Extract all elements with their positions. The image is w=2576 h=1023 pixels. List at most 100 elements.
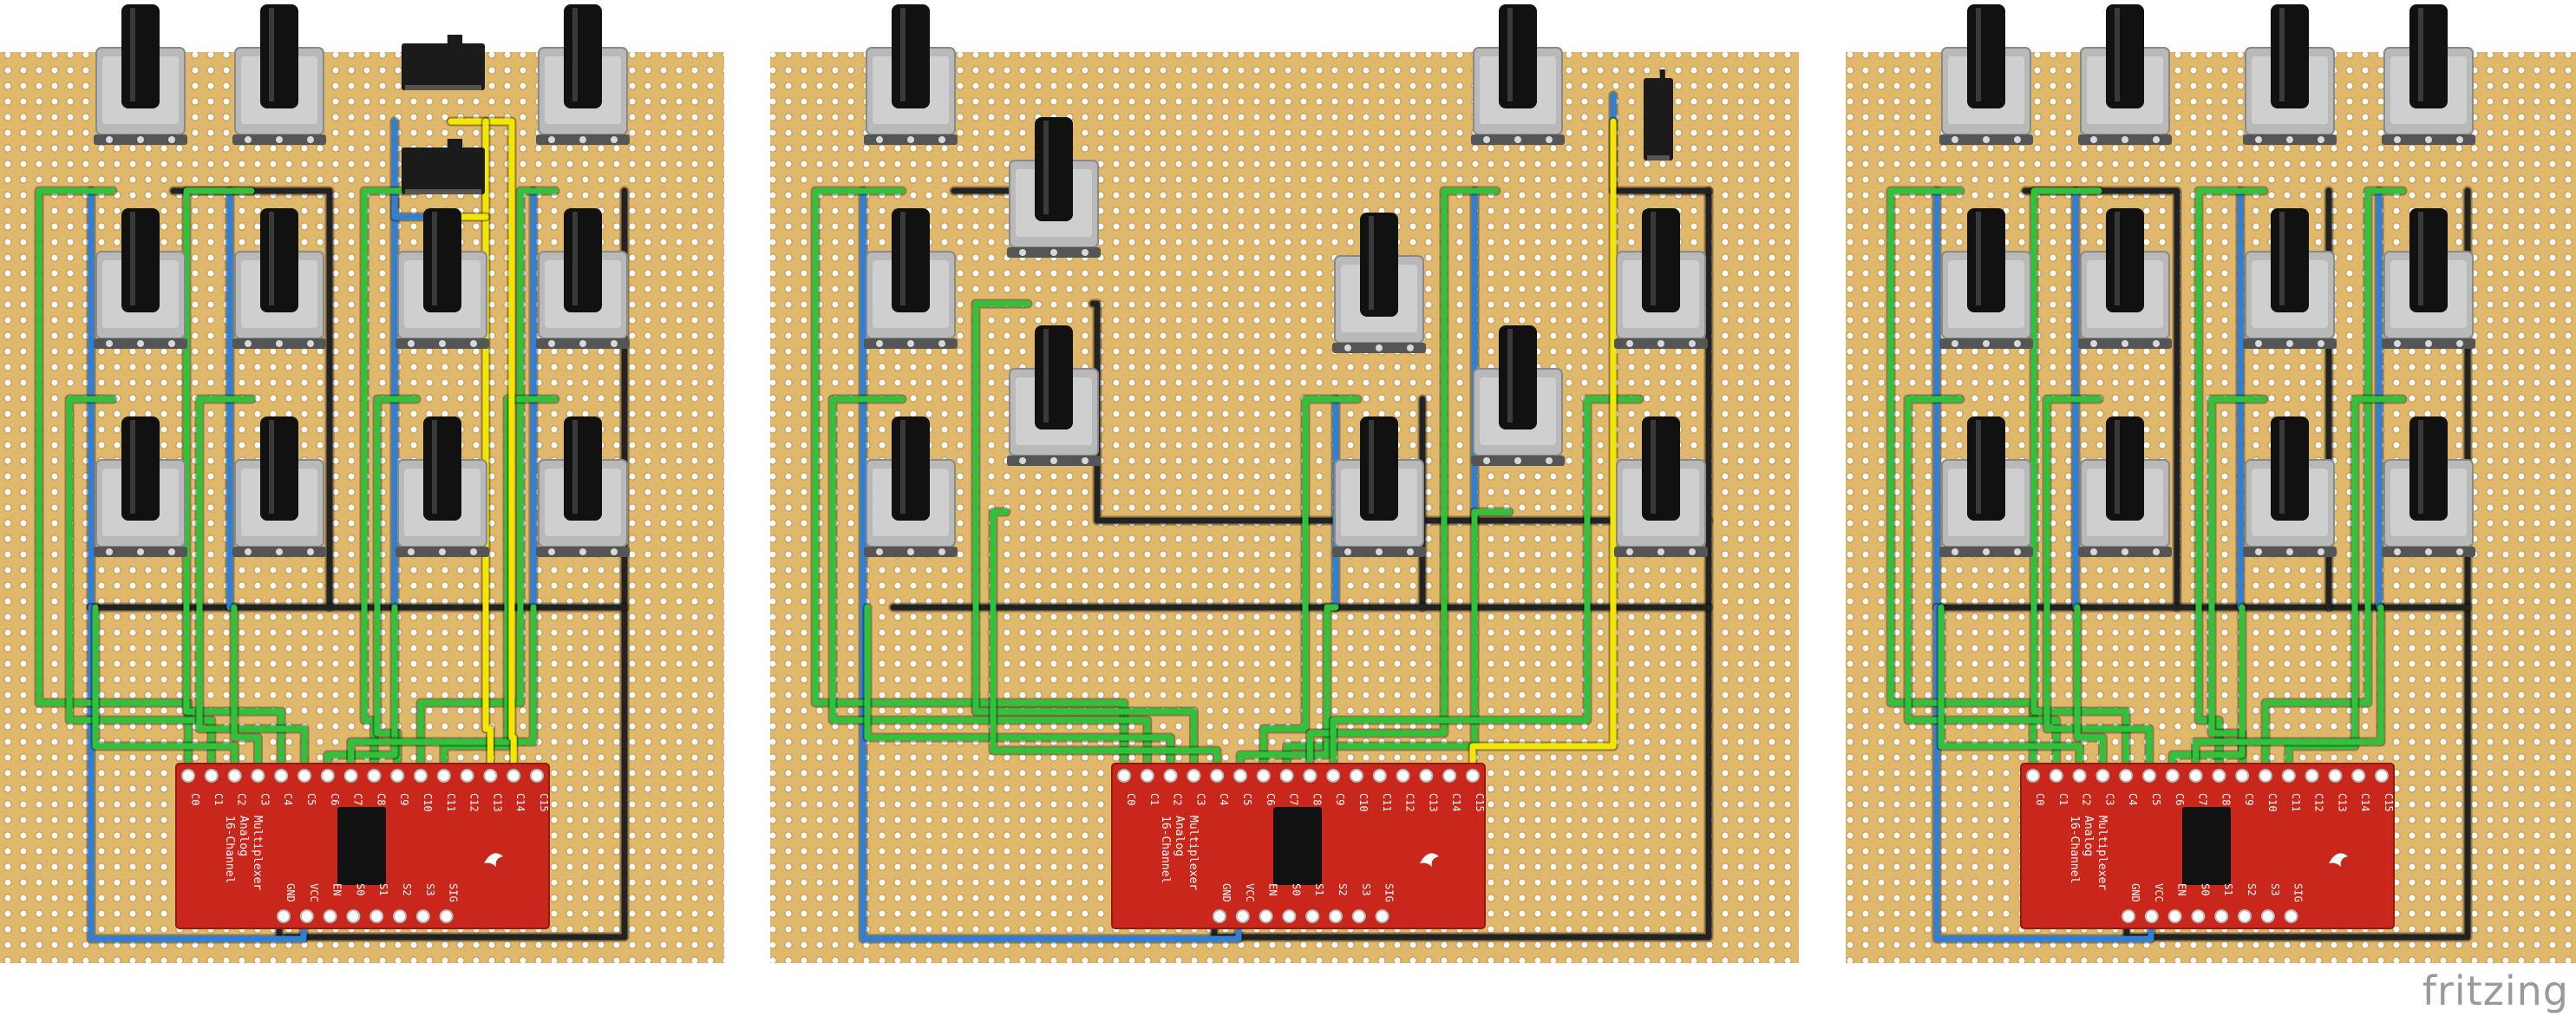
potentiometer — [232, 208, 326, 349]
potentiometer — [2382, 416, 2475, 557]
potentiometer — [2243, 4, 2337, 145]
potentiometer — [1471, 4, 1565, 145]
signal-wire — [66, 396, 215, 779]
signal-wire — [812, 187, 1128, 779]
signal-wire — [1237, 604, 1339, 779]
vcc-wire — [860, 187, 1242, 942]
mux-pin-label: SIG — [2292, 883, 2305, 902]
signal-wire — [990, 508, 1220, 779]
mux-channel-label: C12 — [1404, 793, 1416, 812]
mux-channel-label: C8 — [2220, 793, 2232, 805]
mux-channel-label: C6 — [329, 793, 341, 805]
mux-channel-label: C13 — [2336, 793, 2348, 812]
signal-wire — [348, 604, 537, 779]
mux-title-label: 16-Channel — [1159, 816, 1172, 883]
mux-pin-label: GND — [2129, 883, 2141, 902]
potentiometer — [864, 4, 958, 145]
mux-title-label: Multiplexer — [1187, 816, 1200, 890]
mux-title-label: 16-Channel — [223, 816, 236, 883]
sparkfun-flame-icon — [2329, 853, 2348, 867]
switch-wire — [1469, 118, 1617, 779]
mux-channel-label: C9 — [1334, 793, 1346, 805]
mux-title-label: Multiplexer — [251, 816, 264, 890]
mux-channel-label: C14 — [514, 793, 526, 812]
potentiometer — [1939, 208, 2033, 349]
potentiometer — [396, 208, 489, 349]
mux-pin-label: S3 — [1360, 883, 1372, 895]
mux-channel-label: C5 — [305, 793, 317, 805]
mux-channel-label: C4 — [1218, 793, 1230, 805]
signal-wire — [361, 187, 420, 779]
mux-channel-label: C1 — [212, 793, 225, 805]
ground-wire — [283, 187, 628, 941]
potentiometer — [2382, 4, 2475, 145]
signal-wire — [1887, 187, 2037, 779]
left-wires — [34, 116, 630, 944]
mux-channel-label: C7 — [2197, 793, 2209, 805]
mux-pin-label: S0 — [1290, 883, 1302, 895]
mux-channel-label: C10 — [2266, 793, 2279, 812]
signal-wire — [972, 300, 1197, 779]
signal-wire — [2043, 396, 2153, 779]
potentiometer — [232, 416, 326, 557]
mux-pin-label: VCC — [308, 883, 320, 902]
potentiometer — [536, 416, 630, 557]
signal-wire — [36, 187, 192, 779]
signal-wire — [2030, 187, 2129, 779]
mux-channel-label: C0 — [189, 793, 201, 805]
mux-pin-label: S2 — [1337, 883, 1349, 895]
potentiometer — [536, 4, 630, 145]
right-wires — [1886, 186, 2473, 944]
vcc-wire — [1933, 604, 2154, 942]
mux-channel-label: C10 — [1357, 793, 1370, 812]
left-potentiometers — [94, 4, 630, 557]
potentiometer — [2078, 4, 2172, 145]
potentiometer — [1332, 213, 1426, 353]
mux-channel-label: C6 — [2174, 793, 2186, 805]
mux-pin-label: S1 — [2222, 883, 2234, 895]
signal-wire — [1330, 396, 1643, 779]
mux-title-label: Analog — [2082, 816, 2095, 856]
mux-pin-label: EN — [331, 883, 343, 895]
potentiometer — [864, 208, 958, 349]
mux-channel-label: C13 — [1427, 793, 1439, 812]
signal-wire — [864, 604, 1174, 779]
sparkfun-flame-icon — [1420, 853, 1439, 867]
mux-title-label: Analog — [1173, 816, 1186, 856]
mux-channel-label: C3 — [1194, 793, 1206, 805]
mux-pin-label: VCC — [2153, 883, 2165, 902]
mux-title-label: Analog — [237, 816, 250, 856]
mux-channel-label: C1 — [1148, 793, 1161, 805]
signal-wire — [1905, 396, 2060, 779]
mux-pin-label: GND — [1220, 883, 1232, 902]
mux-pin-label: S2 — [401, 883, 413, 895]
potentiometer — [1332, 416, 1426, 557]
fritzing-logo: fritzing — [2422, 967, 2569, 1014]
signal-wire — [2285, 396, 2406, 779]
mux-channel-label: C1 — [2057, 793, 2069, 805]
signal-wire — [231, 604, 261, 779]
signal-wire — [92, 604, 239, 779]
mux-channel-label: C9 — [2243, 793, 2255, 805]
mux-channel-label: C7 — [352, 793, 364, 805]
mux-pin-label: S0 — [354, 883, 366, 895]
mux-channel-label: C0 — [1125, 793, 1137, 805]
signal-wire — [2262, 187, 2406, 779]
mux-channel-label: C11 — [445, 793, 457, 812]
signal-wire — [1306, 187, 1500, 779]
mux-channel-label: C9 — [398, 793, 410, 805]
mux-pin-label: S0 — [2199, 883, 2211, 895]
mux-channel-label: C3 — [2103, 793, 2115, 805]
mux-channel-label: C14 — [2359, 793, 2371, 812]
slide-switch — [1644, 69, 1673, 161]
potentiometer — [1007, 117, 1101, 258]
mux-pin-label: S2 — [2246, 883, 2258, 895]
signal-wire — [2074, 604, 2106, 779]
mux-channel-label: C2 — [236, 793, 248, 805]
mux-channel-label: C8 — [375, 793, 387, 805]
potentiometer — [864, 416, 958, 557]
signal-wire — [196, 396, 308, 779]
